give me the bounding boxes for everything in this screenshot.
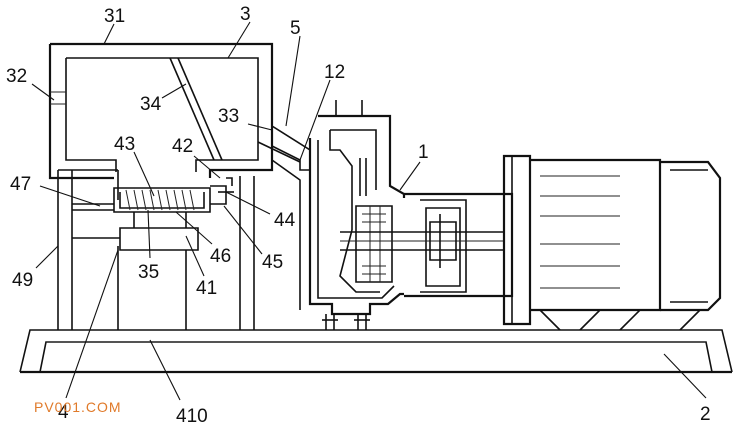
label-4: 4 xyxy=(58,402,69,423)
label-32: 32 xyxy=(6,66,27,87)
base-frame xyxy=(19,329,733,374)
label-5: 5 xyxy=(290,18,301,39)
leader-lines xyxy=(31,21,707,401)
label-47: 47 xyxy=(10,174,31,195)
label-42: 42 xyxy=(172,136,193,157)
hopper-housing xyxy=(48,42,274,180)
label-2: 2 xyxy=(700,404,711,425)
label-12: 12 xyxy=(324,62,345,83)
watermark: PV001.COM xyxy=(34,399,122,415)
motor xyxy=(502,154,722,331)
label-3: 3 xyxy=(240,4,251,25)
label-34: 34 xyxy=(140,94,162,115)
label-45: 45 xyxy=(262,252,283,273)
reference-numerals: 31 3 5 32 12 34 33 43 42 1 47 44 46 45 4… xyxy=(6,4,711,427)
label-35: 35 xyxy=(138,262,159,283)
label-1: 1 xyxy=(418,142,429,163)
label-33: 33 xyxy=(218,106,239,127)
label-46: 46 xyxy=(210,246,231,267)
pump-body xyxy=(308,100,406,330)
label-31: 31 xyxy=(104,6,125,27)
connecting-duct xyxy=(257,125,311,310)
screw-assembly xyxy=(72,177,234,251)
label-410: 410 xyxy=(176,406,208,427)
label-41: 41 xyxy=(196,278,217,299)
bearing-housing xyxy=(340,192,514,298)
label-43: 43 xyxy=(114,134,135,155)
label-44: 44 xyxy=(274,210,296,231)
label-49: 49 xyxy=(12,270,33,291)
